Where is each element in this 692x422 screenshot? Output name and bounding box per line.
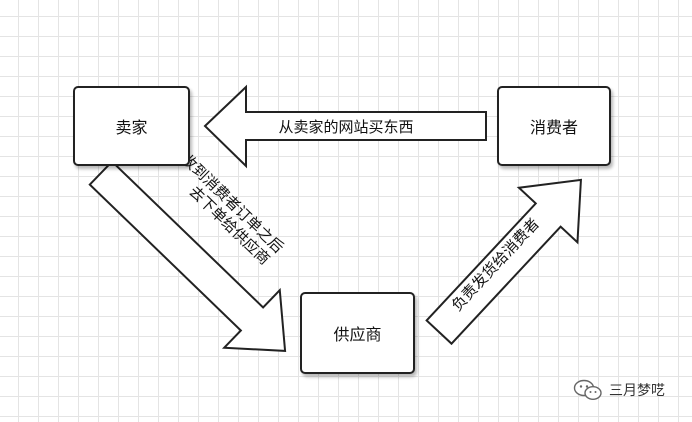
arrow-supplier-to-consumer: 负责发货给消费者 — [425, 178, 582, 346]
node-consumer-label: 消费者 — [529, 118, 578, 137]
node-seller: 卖家 — [73, 86, 190, 166]
arrow-consumer-to-seller: 从卖家的网站买东西 — [203, 84, 487, 169]
node-consumer: 消费者 — [497, 86, 611, 166]
wechat-icon — [573, 379, 602, 401]
node-seller-label: 卖家 — [115, 118, 148, 137]
arrow-seller-to-supplier-shape — [88, 160, 287, 352]
arrow-supplier-to-consumer-label: 负责发货给消费者 — [448, 215, 543, 315]
arrow-supplier-to-consumer-shape — [425, 178, 582, 346]
arrow-seller-to-supplier: 收到消费者订单之后 去下单给供应商 — [88, 150, 287, 352]
node-supplier: 供应商 — [300, 292, 415, 374]
arrow-consumer-to-seller-shape — [203, 84, 487, 169]
arrow-consumer-to-seller-label: 从卖家的网站买东西 — [278, 118, 413, 136]
node-supplier-label: 供应商 — [333, 325, 382, 344]
watermark: 三月梦呓 — [573, 378, 665, 402]
watermark-text: 三月梦呓 — [609, 383, 665, 399]
